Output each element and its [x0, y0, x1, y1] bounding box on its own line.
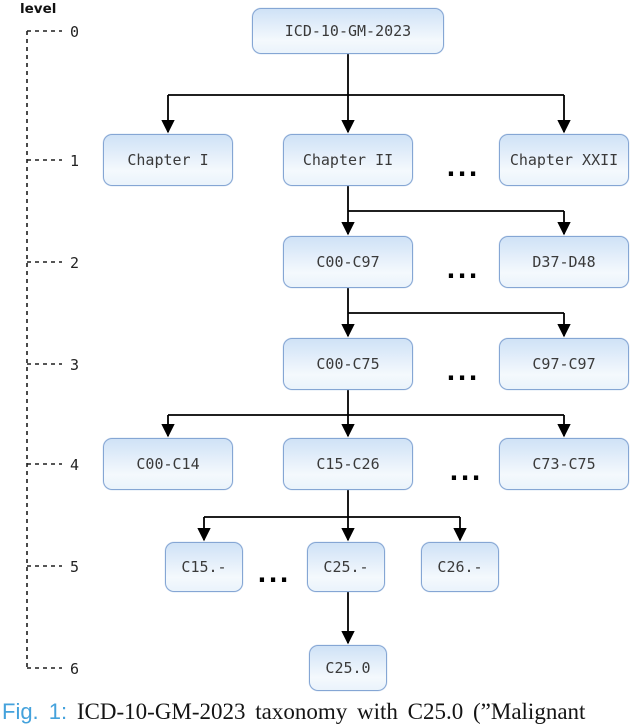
level-axis-title: level [20, 1, 57, 17]
ellipsis-level-4: ... [449, 458, 483, 487]
level-tick-3: 3 [70, 356, 80, 374]
level-tick-6: 6 [70, 660, 80, 678]
level-tick-0: 0 [70, 23, 80, 41]
node-chapter-ii: Chapter II [283, 134, 413, 186]
figure-caption-label: Fig. 1: [2, 699, 68, 724]
ellipsis-level-5: ... [257, 560, 291, 589]
node-c00-c97: C00-C97 [283, 236, 413, 288]
node-c26: C26.- [421, 542, 499, 592]
level-axis [26, 30, 62, 669]
node-c25-0: C25.0 [309, 645, 387, 691]
node-chapter-i: Chapter I [103, 134, 233, 186]
node-c73-c75: C73-C75 [499, 438, 629, 490]
node-c00-c14: C00-C14 [103, 438, 233, 490]
node-c00-c75: C00-C75 [283, 338, 413, 390]
ellipsis-level-1: ... [446, 154, 480, 183]
node-d37-d48: D37-D48 [499, 236, 629, 288]
node-c15: C15.- [165, 542, 243, 592]
level-tick-5: 5 [70, 558, 80, 576]
ellipsis-level-3: ... [446, 358, 480, 387]
node-icd-10-gm-2023: ICD-10-GM-2023 [252, 8, 444, 54]
node-c25: C25.- [307, 542, 385, 592]
figure-caption-text: ICD-10-GM-2023 taxonomy with C25.0 (”Mal… [67, 699, 586, 724]
ellipsis-level-2: ... [446, 256, 480, 285]
level-tick-2: 2 [70, 254, 80, 272]
node-c97-c97: C97-C97 [499, 338, 629, 390]
node-chapter-xxii: Chapter XXII [499, 134, 629, 186]
level-tick-1: 1 [70, 152, 80, 170]
level-tick-4: 4 [70, 456, 80, 474]
figure-caption: Fig. 1: ICD-10-GM-2023 taxonomy with C25… [2, 699, 585, 725]
node-c15-c26: C15-C26 [283, 438, 413, 490]
